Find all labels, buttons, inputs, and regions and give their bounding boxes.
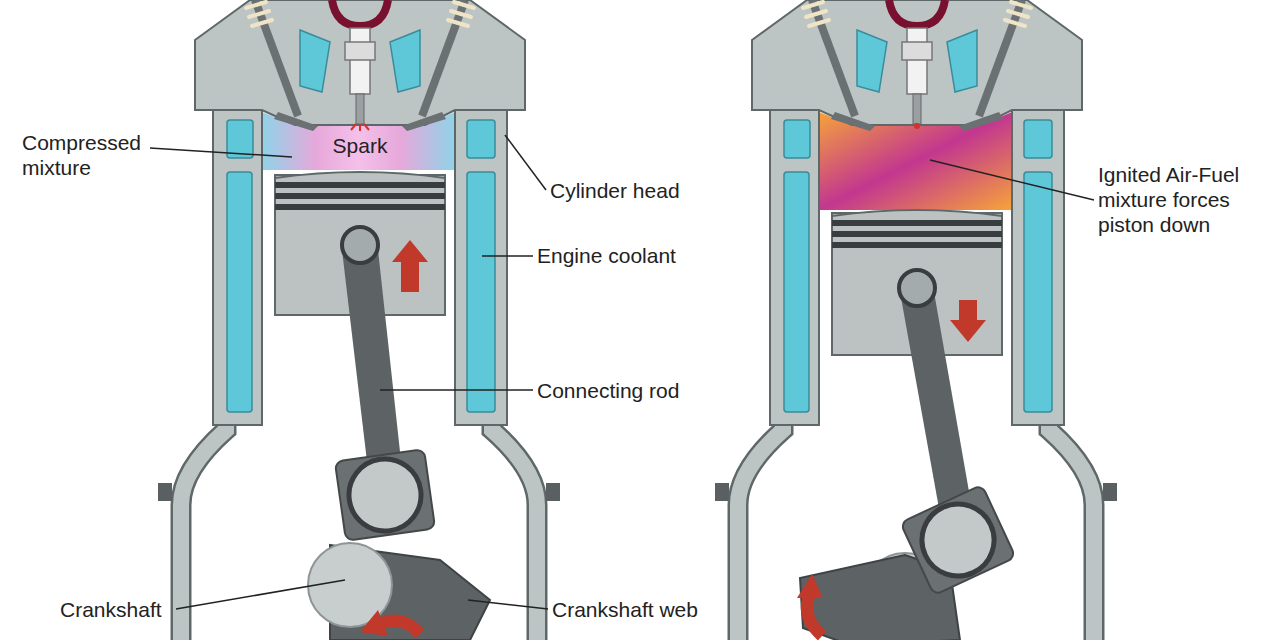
connecting-rod: [344, 454, 425, 535]
part-label: Compressed mixture: [22, 130, 162, 180]
leader-line: [482, 255, 533, 257]
connecting-rod: [899, 270, 1016, 595]
connecting-rod: [900, 485, 1015, 596]
leader-line: [380, 389, 533, 391]
leader-line: [930, 160, 1094, 200]
spark-glow: [351, 124, 356, 130]
engine-block: [715, 0, 1117, 640]
piston: [832, 231, 1002, 237]
leader-line: [176, 580, 345, 609]
connecting-rod: [910, 492, 1006, 588]
crankshaft: [308, 543, 490, 640]
motion-arrow: [950, 300, 986, 342]
spark-glow: [914, 123, 920, 129]
part-label: Engine coolant: [537, 243, 737, 268]
connecting-rod: [342, 250, 402, 470]
rotation-arrow: [360, 610, 388, 636]
piston: [275, 204, 445, 210]
connecting-rod: [899, 270, 935, 306]
part-label: Cylinder head: [550, 178, 750, 203]
rotation-arrow: [807, 594, 822, 636]
piston: [275, 172, 445, 178]
rotation-arrow: [797, 574, 823, 598]
piston: [275, 182, 445, 188]
part-label: Spark: [310, 133, 410, 158]
rotation-arrow: [797, 574, 823, 636]
piston: [832, 210, 1002, 216]
spark-glow: [364, 124, 369, 130]
leader-line: [505, 135, 546, 190]
spark-glow: [351, 124, 369, 131]
ignited-mixture: [819, 112, 1012, 210]
spark-glow: [359, 124, 361, 131]
connecting-rod: [335, 449, 435, 541]
leader-line: [468, 600, 548, 609]
leader-line: [150, 135, 1094, 609]
connecting-rod: [335, 227, 435, 541]
connecting-rod: [335, 449, 435, 541]
part-label: Ignited Air-Fuel mixture forces piston d…: [1098, 162, 1273, 237]
part-label: Crankshaft: [60, 597, 172, 622]
leader-line: [150, 148, 292, 157]
connecting-rod: [900, 485, 1015, 596]
part-label: Crankshaft web: [552, 597, 722, 622]
piston: [832, 220, 1002, 226]
engine-block: [158, 0, 560, 640]
motion-arrow: [392, 240, 428, 292]
piston: [275, 193, 445, 199]
part-label: Connecting rod: [537, 378, 737, 403]
piston: [832, 242, 1002, 248]
rotation-arrow: [360, 610, 420, 636]
connecting-rod: [342, 227, 378, 263]
